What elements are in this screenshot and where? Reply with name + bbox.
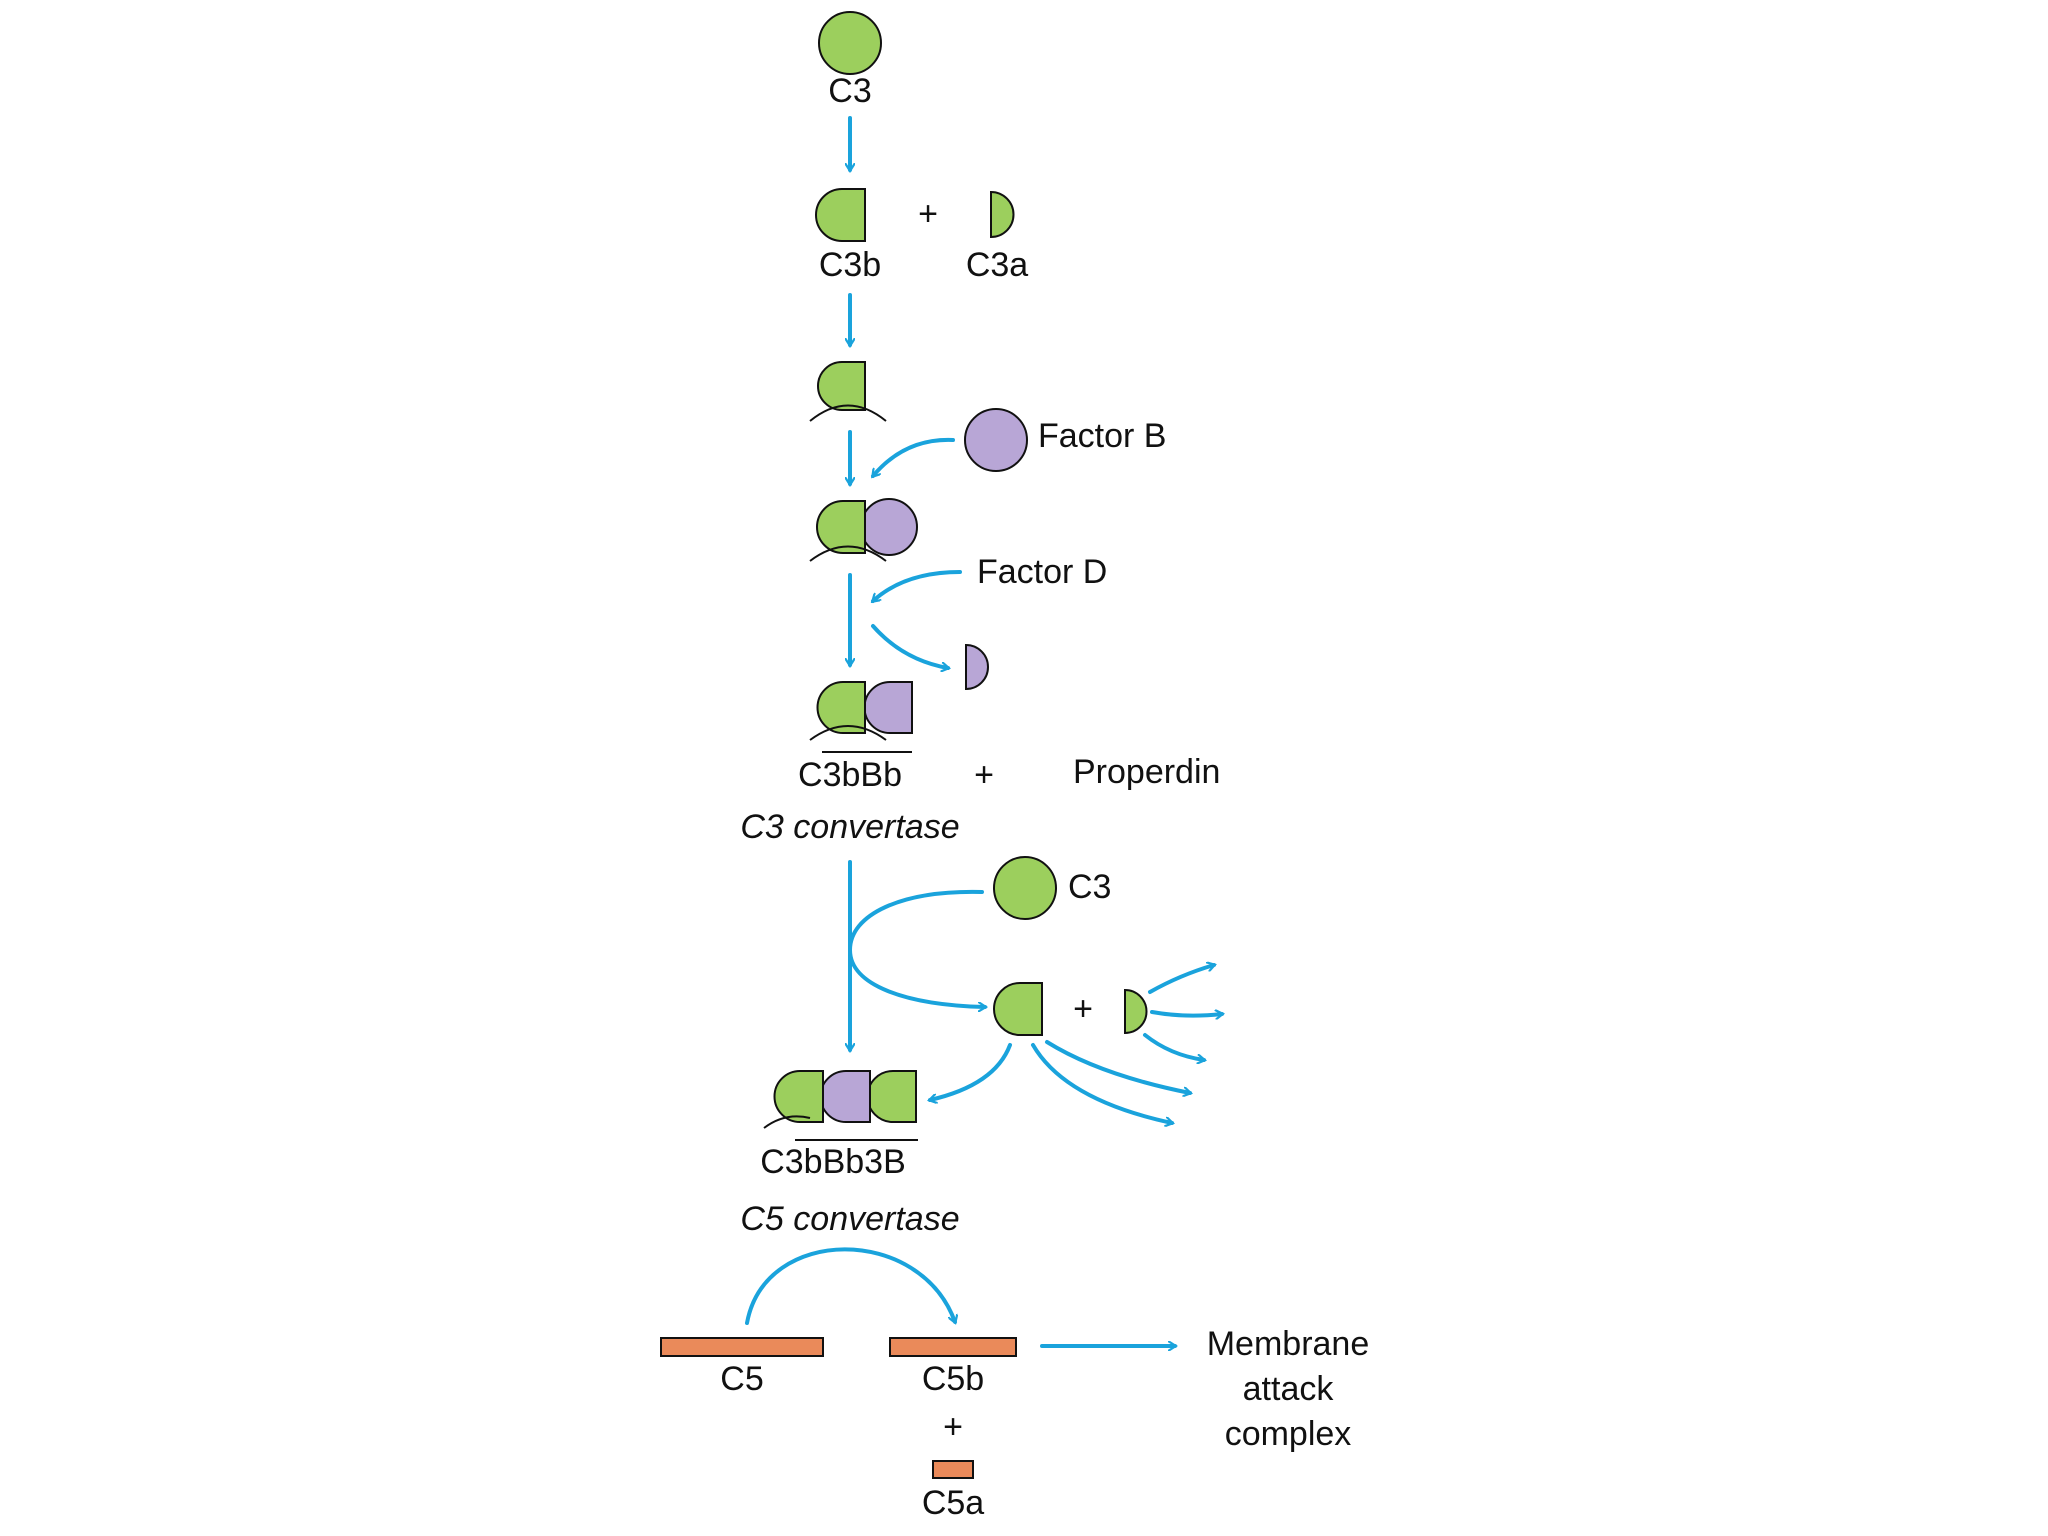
mac-label-line3: complex	[1225, 1415, 1352, 1453]
plus-sign-3: +	[1073, 990, 1093, 1028]
c3b-amplified	[993, 982, 1043, 1036]
arrow-c3b-to-c5-convertase	[930, 1043, 1012, 1100]
plus-sign-4: +	[943, 1408, 963, 1446]
mac-label-line2: attack	[1243, 1370, 1335, 1408]
arrow-c3a-out-2	[1150, 1012, 1222, 1016]
cell-surface-1	[809, 404, 887, 422]
cell-surface-4	[763, 1115, 811, 1129]
c5-bar	[660, 1337, 824, 1357]
bb-fragment	[863, 681, 913, 734]
c3b-fragment	[815, 188, 866, 242]
factor-b-bound	[860, 498, 918, 556]
c5a-label: C5a	[922, 1484, 984, 1522]
c5b-label: C5b	[922, 1360, 984, 1398]
c3a-amplified	[1124, 988, 1148, 1035]
c5b-bar	[889, 1337, 1017, 1357]
c5-label: C5	[720, 1360, 763, 1398]
arrow-ba-release	[871, 624, 948, 668]
c3b-in-c3bb-complex	[816, 500, 866, 554]
c3b-second	[866, 1070, 917, 1123]
c3-molecule	[818, 11, 882, 75]
c5a-bar	[932, 1460, 974, 1479]
c3-label: C3	[828, 72, 871, 110]
c3b-label: C3b	[819, 246, 881, 284]
mac-label-line1: Membrane	[1207, 1325, 1370, 1363]
cell-surface-3	[809, 725, 887, 741]
arrow-c3b-out-1	[1045, 1040, 1190, 1093]
plus-sign-2: +	[974, 756, 994, 794]
arrow-c3a-out-1	[1148, 965, 1214, 994]
cell-surface-2	[809, 545, 887, 562]
plus-sign-1: +	[918, 195, 938, 233]
c3-molecule-side	[993, 856, 1057, 920]
arrow-c5-to-c5b	[745, 1247, 955, 1325]
c3a-fragment	[990, 190, 1015, 239]
arrow-c3a-out-3	[1143, 1033, 1204, 1060]
c3b-in-c3bbb	[816, 681, 866, 734]
c3-side-label: C3	[1068, 868, 1111, 906]
properdin-label: Properdin	[1073, 753, 1220, 791]
c5-convertase-label: C5 convertase	[740, 1200, 959, 1238]
arrow-c3-cleavage-loop	[848, 889, 985, 1007]
arrow-factor-d	[873, 570, 962, 601]
bb-in-c5-convertase	[819, 1070, 871, 1123]
c3bbb-label: C3bBb	[798, 756, 902, 794]
arrow-factor-b-join	[871, 437, 955, 476]
factor-b-molecule	[964, 408, 1028, 472]
c3b-first	[773, 1070, 824, 1123]
factor-b-label: Factor B	[1038, 417, 1166, 455]
c3bbb3b-label: C3bBb3B	[760, 1143, 906, 1181]
factor-d-label: Factor D	[977, 553, 1107, 591]
factor-ba-fragment	[965, 643, 989, 691]
c3b-bound-fragment	[817, 361, 866, 411]
c3a-label: C3a	[966, 246, 1028, 284]
arrow-c3b-out-2	[1031, 1043, 1172, 1123]
c3-convertase-label: C3 convertase	[740, 808, 959, 846]
